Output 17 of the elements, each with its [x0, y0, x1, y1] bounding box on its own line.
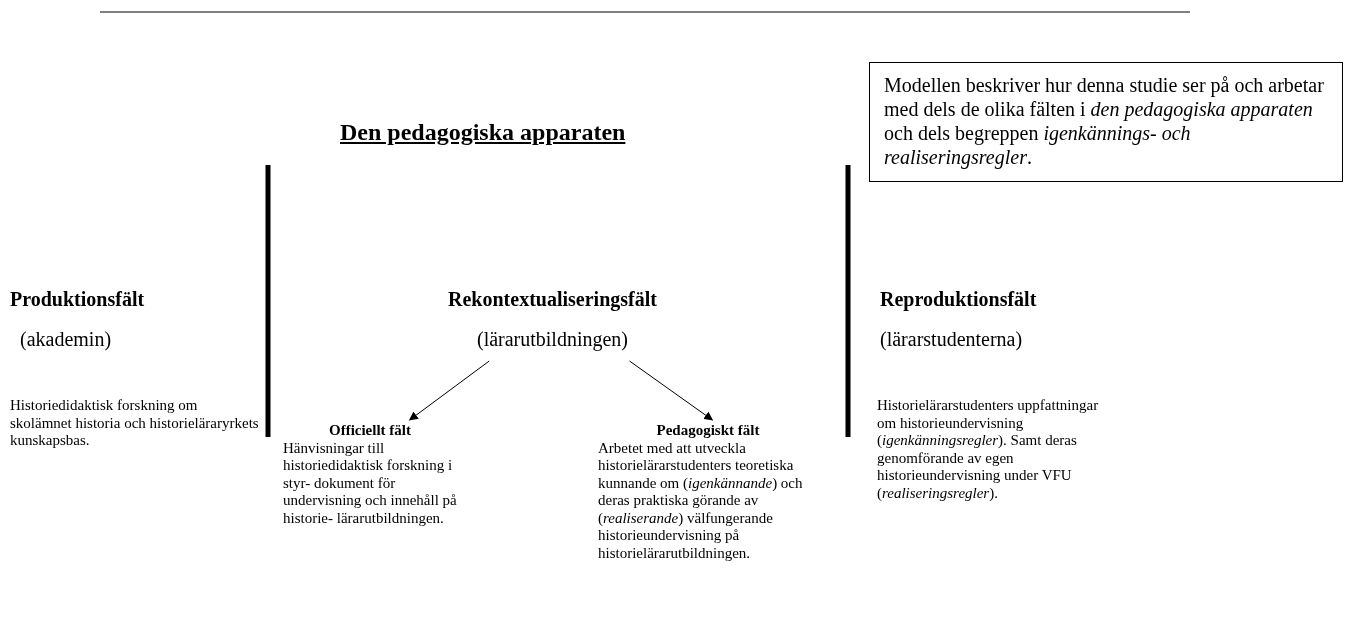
field-description: Arbetet med att utveckla historielärarstudenters teoretiska kunnande om (igenkännande) och deras praktiska görande av (realiserande) välfungerande historieundervisning på historielärarutbildningen.	[598, 439, 804, 562]
arrow	[629, 360, 714, 421]
field-subtitle: (lärarutbildningen)	[475, 327, 630, 351]
field-description: Historiedidaktisk forskning om skolämnet historia och historieläraryrkets kunskapsbas.	[10, 397, 260, 450]
field-subtitle: (lärarstudenterna)	[880, 327, 1024, 351]
field-heading: Reproduktionsfält	[880, 287, 1038, 311]
field-heading: Officiellt fält	[327, 422, 412, 440]
field-heading: Pedagogiskt fält	[655, 422, 761, 440]
field-subtitle: (akademin)	[20, 327, 113, 351]
note-text: Modellen beskriver hur denna studie ser på och arbetar med dels de olika fälten i den pedagogiska apparaten och dels begreppen igenkännings- och realiseringsregler.	[884, 73, 1325, 169]
field-description: Historielärarstudenters uppfattningar om historieundervisning (igenkänningsregler). Samt deras genomförande av egen historieundervisning under VFU (realiseringsregler).	[877, 397, 1100, 502]
field-heading: Produktionsfält	[10, 287, 146, 311]
field-heading: Rekontextualiseringsfält	[447, 287, 658, 311]
title: Den pedagogiska apparaten	[340, 120, 626, 144]
note-box	[869, 62, 1343, 182]
arrow	[408, 360, 490, 421]
field-description: Hänvisningar till historiedidaktisk forskning i styr- dokument för undervisning och innehåll på historie- lärarutbildningen.	[282, 439, 458, 527]
